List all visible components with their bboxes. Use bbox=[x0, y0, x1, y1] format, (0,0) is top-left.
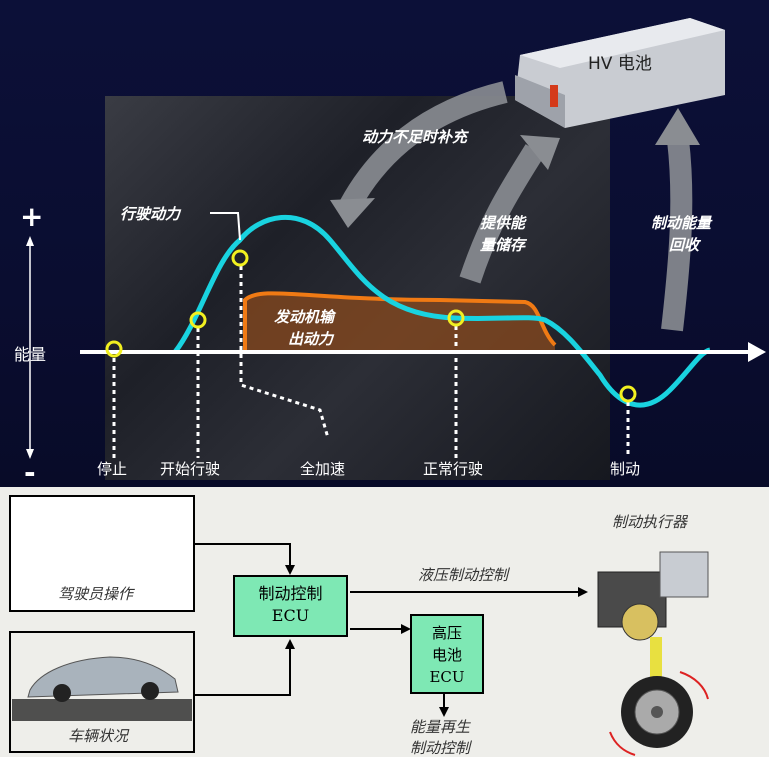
hv-ecu-line3: ECU bbox=[429, 668, 465, 686]
drive-power-leader bbox=[210, 212, 241, 241]
stage-stop: 停止 bbox=[97, 460, 128, 478]
brake-ecu-line1: 制动控制 bbox=[258, 584, 323, 603]
energy-flow-panel: HV 电池 动力不足时补充 提供能 量储存 制动能量 回收 行驶动力 发动机输 … bbox=[0, 0, 769, 487]
brake-control-ecu: 制动控制 ECU bbox=[233, 575, 348, 637]
driver-operation-box bbox=[9, 495, 195, 612]
engine-output-label-line2: 出动力 bbox=[288, 330, 334, 348]
recharge-arrow bbox=[340, 81, 508, 211]
engine-output-fill bbox=[245, 293, 555, 350]
driver-operation-caption: 驾驶员操作 bbox=[58, 585, 134, 603]
hv-battery-ecu: 高压 电池 ECU bbox=[410, 614, 484, 694]
vehicle-status-box bbox=[9, 631, 195, 753]
drive-power-label: 行驶动力 bbox=[120, 205, 181, 223]
stage-leaders bbox=[112, 266, 630, 458]
hv-ecu-line1: 高压 bbox=[431, 624, 462, 642]
regen-brake-control-line2: 制动控制 bbox=[410, 739, 471, 757]
vehicle-illustration bbox=[12, 656, 192, 721]
arrowheads bbox=[285, 565, 588, 717]
store-arrow-head bbox=[520, 135, 560, 170]
minus-sign: - bbox=[24, 456, 36, 489]
battery-label: HV 电池 bbox=[588, 54, 652, 74]
hydraulic-brake-control-label: 液压制动控制 bbox=[418, 566, 509, 584]
store-label-line2: 量储存 bbox=[480, 236, 526, 254]
brake-control-panel: 驾驶员操作 车辆状况 制动控制 ECU 高压 电池 ECU 液压制动控制 能量再… bbox=[0, 487, 769, 757]
hv-battery-illustration bbox=[515, 18, 725, 128]
recharge-label: 动力不足时补充 bbox=[362, 128, 468, 146]
stage-full-accel: 全加速 bbox=[300, 460, 346, 478]
engine-output-label-line1: 发动机输 bbox=[274, 308, 335, 326]
time-axis-arrowhead bbox=[748, 342, 766, 362]
stage-braking: 制动 bbox=[610, 460, 641, 478]
regen-label-line1: 制动能量 bbox=[651, 214, 712, 232]
regen-brake-control-line1: 能量再生 bbox=[410, 718, 471, 736]
stage-start: 开始行驶 bbox=[160, 460, 221, 478]
plus-sign: + bbox=[20, 200, 44, 233]
signal-lines bbox=[193, 543, 580, 709]
stage-normal: 正常行驶 bbox=[423, 460, 484, 478]
regen-label-line2: 回收 bbox=[669, 236, 700, 254]
regen-arrow-head bbox=[655, 108, 700, 145]
stage-markers bbox=[105, 249, 637, 403]
hv-ecu-line2: 电池 bbox=[431, 646, 462, 664]
recharge-arrow-head bbox=[330, 198, 375, 228]
vehicle-status-caption: 车辆状况 bbox=[68, 727, 129, 745]
regen-arrow bbox=[661, 138, 693, 332]
store-label-line1: 提供能 bbox=[480, 214, 526, 232]
brake-actuator-illustration bbox=[597, 551, 709, 756]
energy-axis-label: 能量 bbox=[14, 345, 47, 364]
brake-ecu-line2: ECU bbox=[271, 606, 310, 625]
store-arrow bbox=[459, 144, 545, 284]
brake-actuator-label: 制动执行器 bbox=[612, 513, 688, 531]
energy-flow-graphic bbox=[105, 18, 766, 458]
